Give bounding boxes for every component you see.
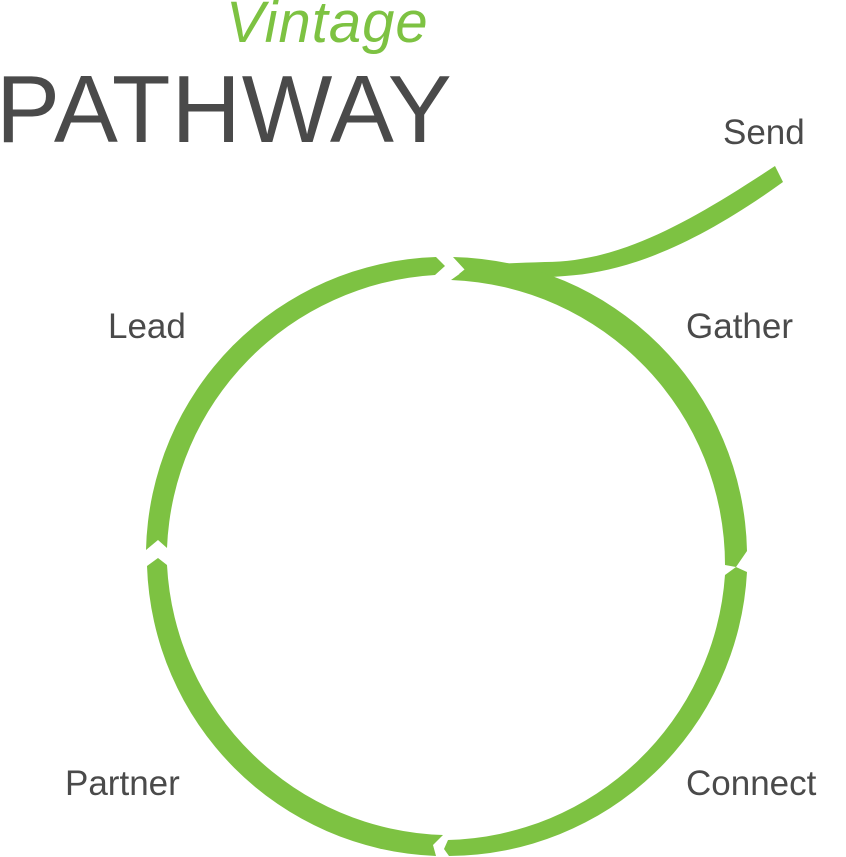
- send-tail-arrow: [459, 166, 783, 278]
- stage-label-send: Send: [723, 113, 805, 152]
- stage-label-partner: Partner: [65, 764, 180, 803]
- page-subtitle-vintage: Vintage: [226, 0, 429, 55]
- connect-arc-segment: [444, 567, 747, 856]
- page-title-pathway: PATHWAY: [0, 56, 453, 163]
- stage-label-gather: Gather: [686, 307, 793, 346]
- gather-arc-segment: [451, 257, 747, 567]
- stage-label-lead: Lead: [108, 307, 186, 346]
- stage-label-connect: Connect: [686, 764, 817, 803]
- partner-arc-segment: [147, 558, 443, 856]
- lead-arc-segment: [146, 257, 445, 550]
